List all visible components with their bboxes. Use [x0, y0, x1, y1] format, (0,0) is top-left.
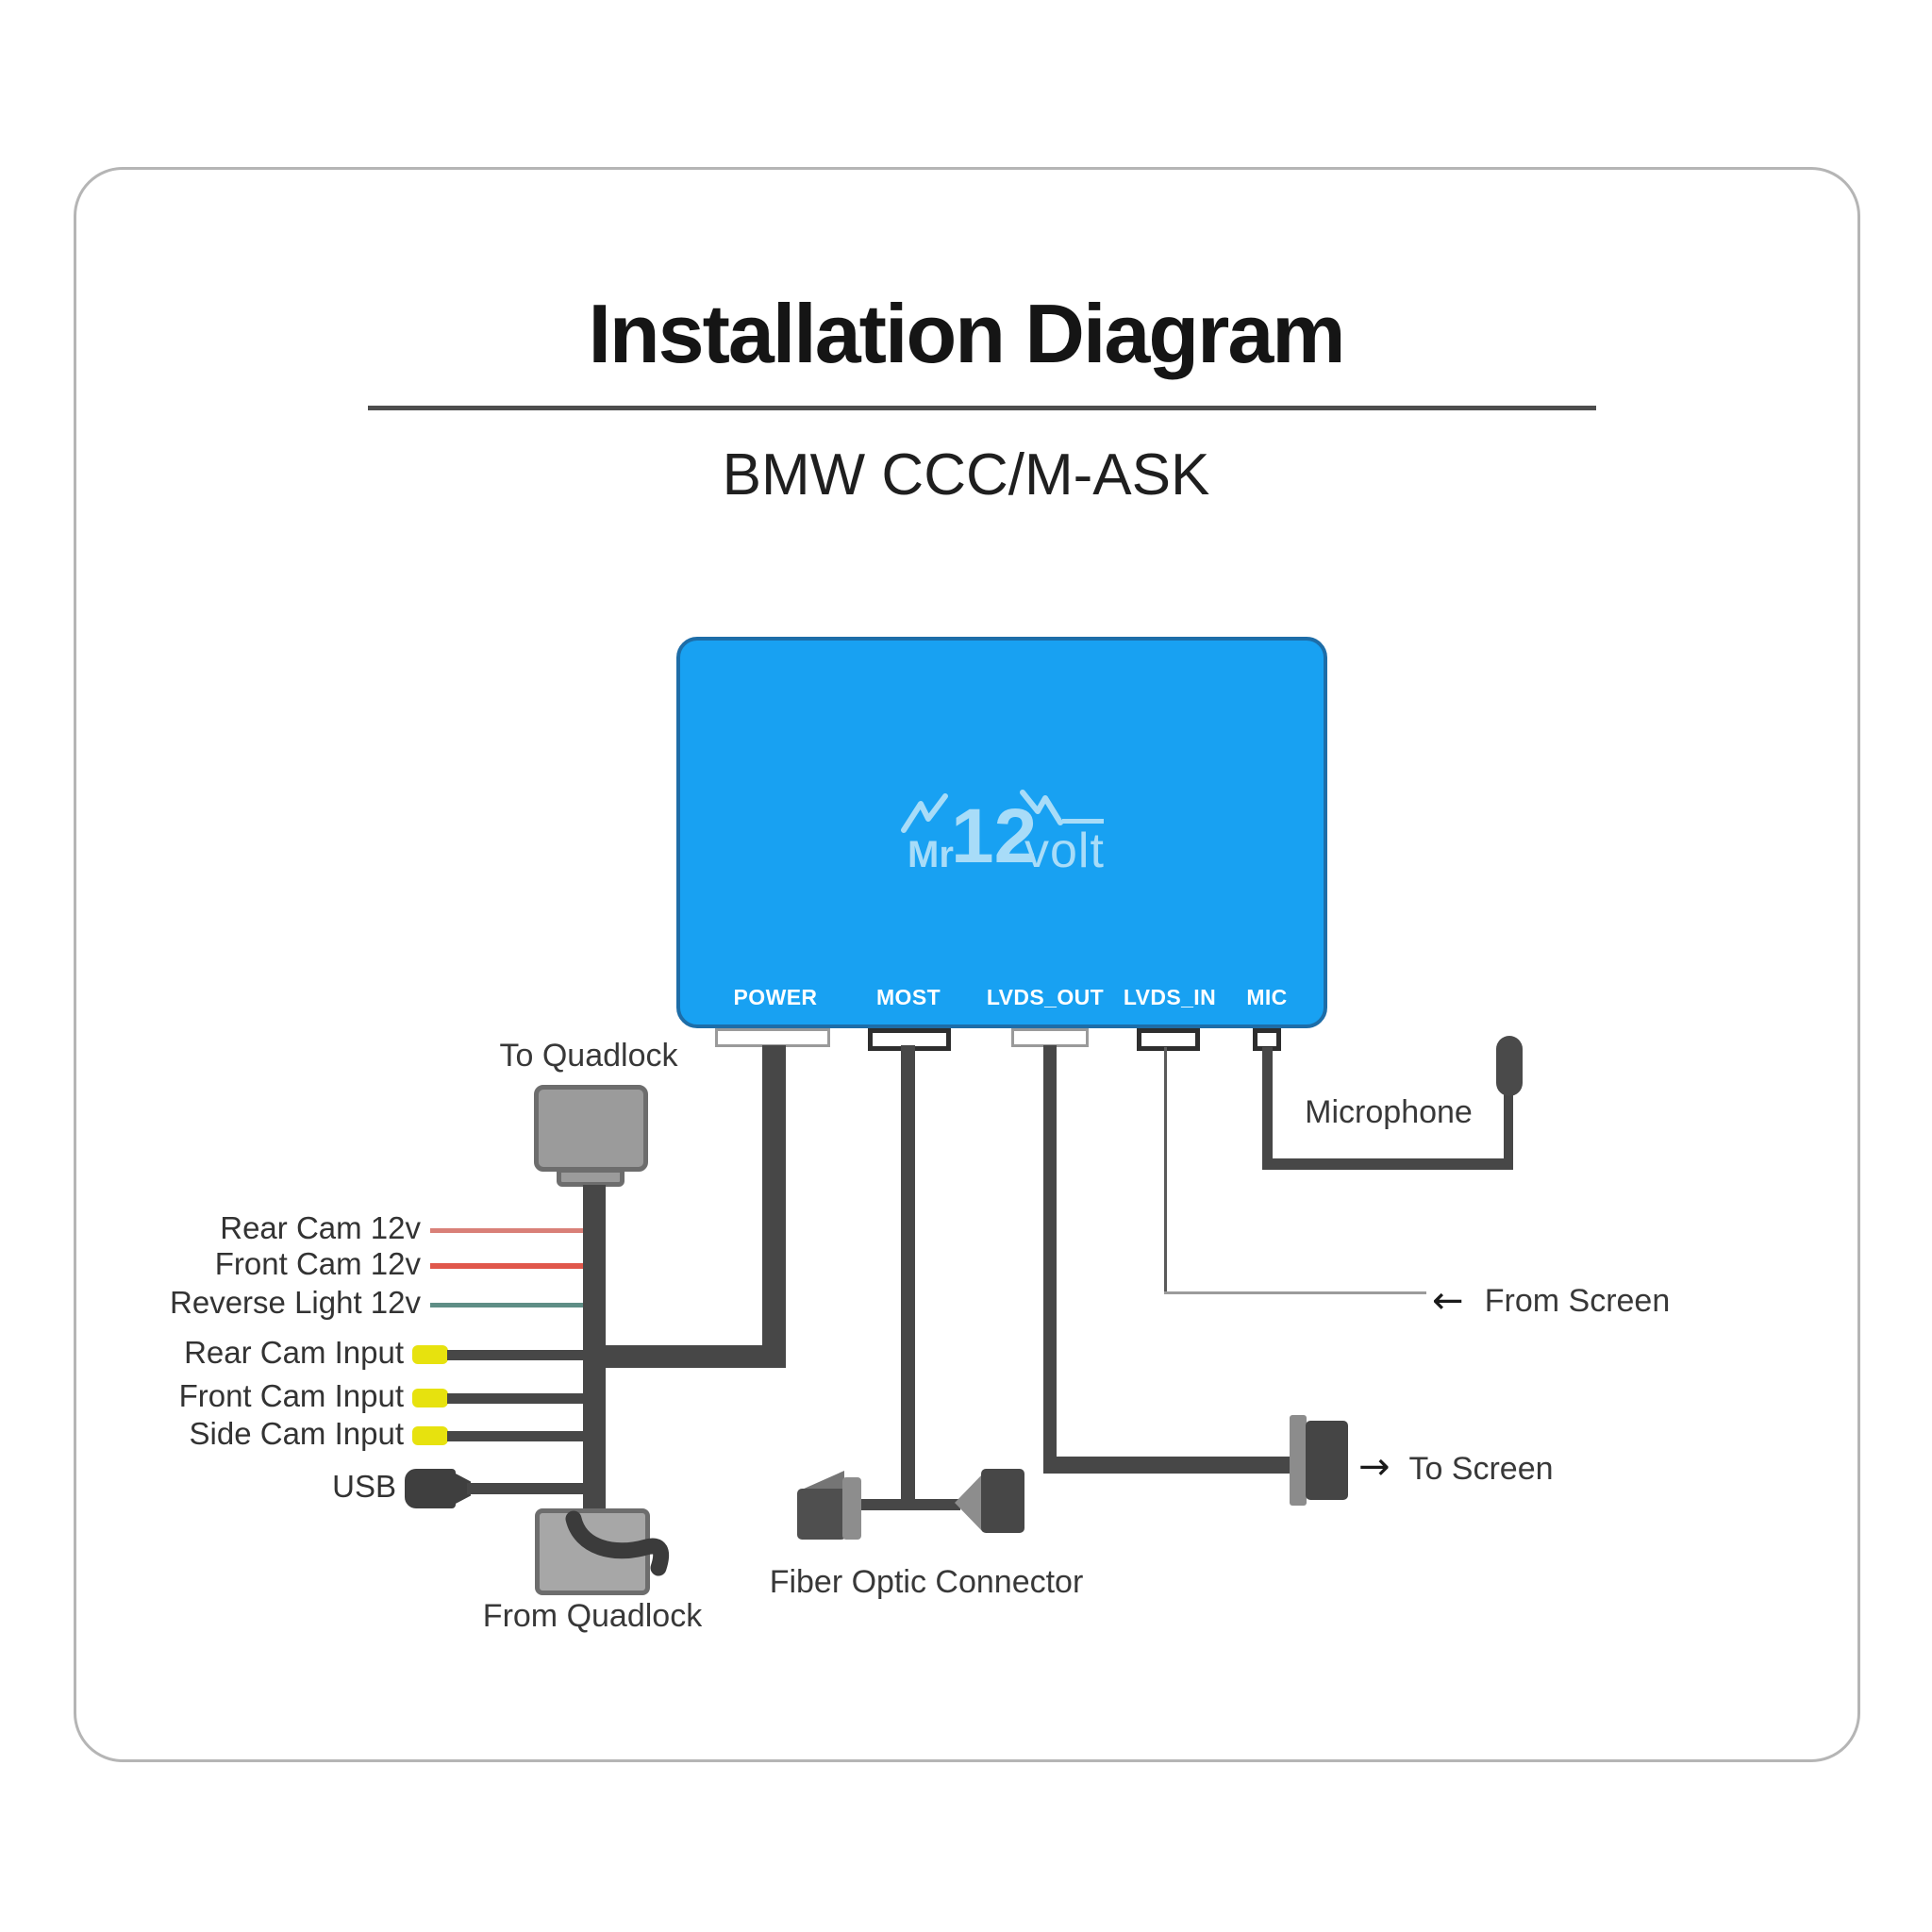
port-label-power: POWER: [733, 985, 818, 1009]
to-screen-plug-collar: [1290, 1415, 1307, 1506]
power-cable-horizontal: [583, 1345, 786, 1368]
microphone-icon: [1496, 1036, 1523, 1096]
port-label-mic: MIC: [1246, 985, 1288, 1009]
from-quadlock-cable-hook: [565, 1510, 670, 1576]
from-quadlock-label: From Quadlock: [482, 1598, 703, 1634]
port-label-most: MOST: [875, 985, 941, 1009]
front-cam-rca-connector: [412, 1389, 448, 1407]
lvds-out-cable: [1043, 1045, 1057, 1474]
rear-cam-input-label: Rear Cam Input: [184, 1335, 404, 1370]
front-cam-input-wire: [447, 1393, 583, 1404]
usb-wire: [467, 1483, 583, 1494]
to-screen-arrow-icon: →: [1358, 1445, 1391, 1489]
logo-volt: volt: [1024, 824, 1105, 878]
fiber-left-connector-collar: [842, 1477, 861, 1540]
microphone-label: Microphone: [1305, 1094, 1473, 1130]
reverse-light-12v-label: Reverse Light 12v: [170, 1285, 421, 1320]
rear-cam-12v-wire: [430, 1228, 583, 1233]
mr12volt-logo: Mr 12 volt: [887, 781, 1132, 894]
usb-connector-taper: [454, 1473, 471, 1505]
mic-cable-up: [1504, 1091, 1513, 1168]
logo-mr: Mr: [908, 834, 954, 875]
lvds-in-wire: [1164, 1047, 1167, 1294]
usb-connector: [405, 1469, 456, 1508]
interface-box: [676, 637, 1327, 1028]
reverse-light-12v-wire: [430, 1303, 583, 1307]
fiber-left-connector: [797, 1489, 846, 1540]
page-title: Installation Diagram: [588, 287, 1345, 380]
quadlock-trunk-cable: [583, 1185, 606, 1510]
front-cam-input-label: Front Cam Input: [178, 1378, 404, 1413]
usb-label: USB: [332, 1469, 396, 1504]
to-screen-label: To Screen: [1408, 1451, 1554, 1487]
front-cam-12v-label: Front Cam 12v: [214, 1246, 421, 1281]
mic-cable-down: [1262, 1047, 1273, 1170]
front-cam-12v-wire: [430, 1263, 583, 1269]
port-label-lvds-in: LVDS_IN: [1123, 985, 1217, 1009]
title-underline: [368, 406, 1596, 410]
most-cable: [901, 1045, 915, 1510]
power-port: [715, 1028, 830, 1047]
to-screen-plug: [1306, 1421, 1348, 1500]
logo-volt-overline: [1062, 819, 1104, 824]
fiber-optic-label: Fiber Optic Connector: [769, 1564, 1084, 1600]
side-cam-input-wire: [447, 1431, 583, 1441]
diagram-frame: [74, 167, 1860, 1762]
lvds-in-port: [1137, 1028, 1200, 1051]
side-cam-input-label: Side Cam Input: [189, 1416, 404, 1451]
rear-cam-input-wire: [447, 1350, 583, 1360]
from-screen-label: From Screen: [1484, 1283, 1671, 1319]
lvds-in-wire-horizontal: [1164, 1291, 1426, 1294]
from-screen-arrow-icon: ←: [1432, 1279, 1464, 1323]
lvds-out-port: [1011, 1028, 1089, 1047]
rear-cam-rca-connector: [412, 1345, 448, 1364]
side-cam-rca-connector: [412, 1426, 448, 1445]
power-cable: [762, 1045, 786, 1368]
fiber-right-connector: [981, 1469, 1024, 1533]
to-quadlock-connector-tab: [557, 1168, 625, 1187]
to-quadlock-connector: [534, 1085, 648, 1172]
page-subtitle: BMW CCC/M-ASK: [722, 442, 1210, 508]
lightning-left-icon: [901, 793, 948, 833]
lvds-out-cable-horizontal: [1043, 1457, 1290, 1474]
fiber-optic-wire: [857, 1499, 960, 1510]
logo-12: 12: [951, 793, 1038, 879]
rear-cam-12v-label: Rear Cam 12v: [220, 1210, 421, 1245]
to-quadlock-label: To Quadlock: [499, 1038, 678, 1074]
mic-cable-horizontal: [1262, 1158, 1513, 1170]
port-label-lvds-out: LVDS_OUT: [986, 985, 1105, 1009]
lightning-right-icon: [1020, 790, 1063, 825]
